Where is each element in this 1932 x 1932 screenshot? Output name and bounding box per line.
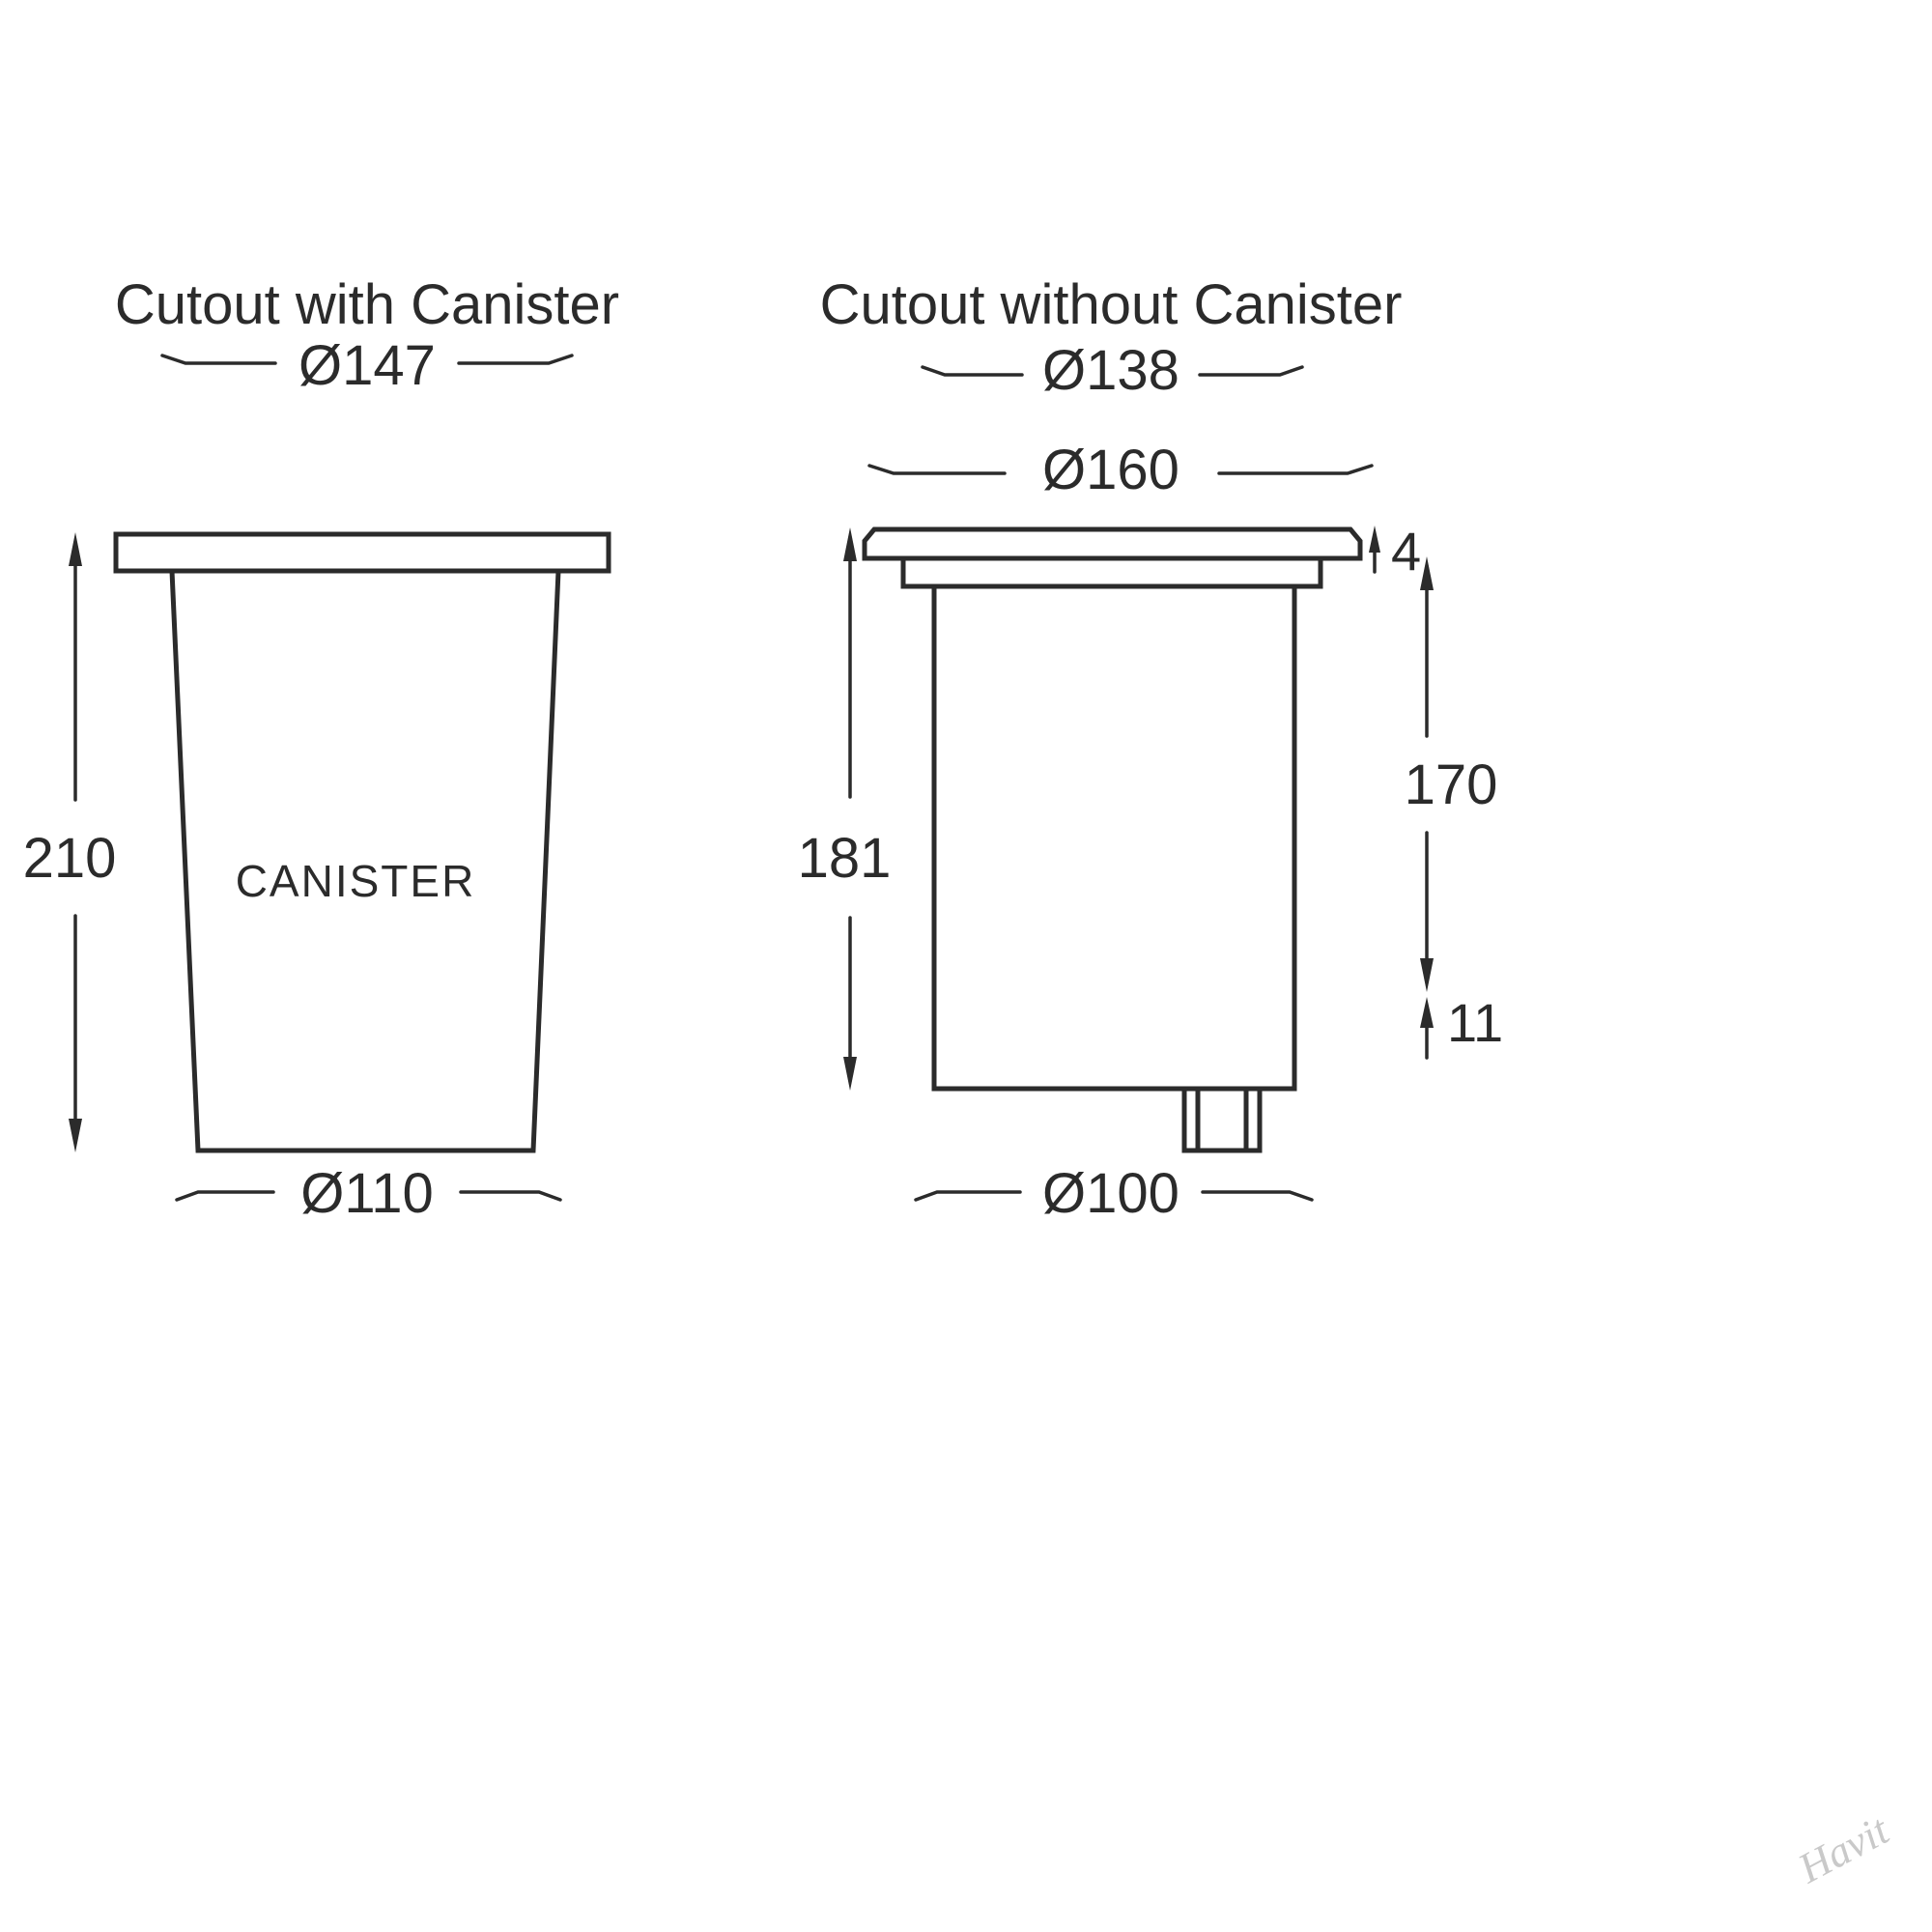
arrow-down-icon	[1420, 958, 1434, 992]
gland-height-label: 11	[1447, 992, 1503, 1053]
left-height-label: 210	[23, 827, 117, 890]
flange-thickness-dimension: 4	[1369, 521, 1421, 582]
right-canister-body	[931, 583, 1297, 1092]
left-height-dimension: 210	[23, 532, 117, 1152]
dim-wing-left	[175, 1190, 275, 1202]
body-height-label: 170	[1405, 753, 1498, 816]
arrow-down-icon	[843, 1057, 857, 1091]
right-cutout-dia-label: Ø138	[1042, 339, 1179, 402]
left-cutout-dia-label: Ø147	[298, 334, 436, 397]
right-flange-dimension: Ø160	[867, 439, 1374, 501]
gland-outline	[1181, 1086, 1263, 1153]
dim-wing-right	[1198, 365, 1304, 377]
dim-wing-right	[1217, 464, 1374, 475]
left-bottom-dimension: Ø110	[175, 1162, 562, 1225]
right-bottom-dimension: Ø100	[914, 1162, 1314, 1225]
left-bottom-dia-label: Ø110	[300, 1162, 434, 1225]
arrow-up-icon	[1420, 997, 1434, 1028]
dim-wing-left	[160, 354, 277, 365]
gland-height-dimension: 11	[1420, 992, 1503, 1060]
right-figure: Cutout without Canister Ø138 Ø160	[798, 273, 1504, 1225]
arrow-up-icon	[1420, 556, 1434, 590]
right-height-dimension: 181	[798, 527, 892, 1091]
arrow-up-icon	[1369, 526, 1380, 553]
dim-wing-left	[921, 365, 1024, 377]
right-title: Cutout without Canister	[820, 273, 1403, 336]
right-flange	[862, 526, 1363, 561]
left-cutout-dimension: Ø147	[160, 334, 574, 397]
right-cutout-dimension: Ø138	[921, 339, 1304, 402]
left-figure: Cutout with Canister Ø147 CANISTER 210 Ø…	[23, 273, 620, 1225]
right-flange-dia-label: Ø160	[1042, 439, 1179, 501]
arrow-up-icon	[843, 527, 857, 561]
dim-wing-left	[867, 464, 1007, 475]
right-bottom-dia-label: Ø100	[1042, 1162, 1179, 1225]
right-flange-step	[900, 555, 1323, 589]
left-title: Cutout with Canister	[115, 273, 619, 336]
left-flange	[113, 531, 611, 574]
flange-thickness-label: 4	[1391, 521, 1421, 582]
dim-wing-right	[1201, 1190, 1314, 1202]
left-canister-body	[169, 568, 561, 1153]
brand-watermark: Havit	[1790, 1805, 1898, 1892]
dim-wing-right	[459, 1190, 562, 1202]
arrow-down-icon	[69, 1119, 82, 1152]
arrow-up-icon	[69, 532, 82, 566]
canister-label: CANISTER	[236, 856, 476, 906]
right-body-height-dimension: 170	[1405, 556, 1498, 992]
dim-wing-left	[914, 1190, 1022, 1202]
right-height-label: 181	[798, 827, 892, 890]
dim-wing-right	[457, 354, 574, 365]
right-cable-gland	[1181, 1086, 1263, 1153]
